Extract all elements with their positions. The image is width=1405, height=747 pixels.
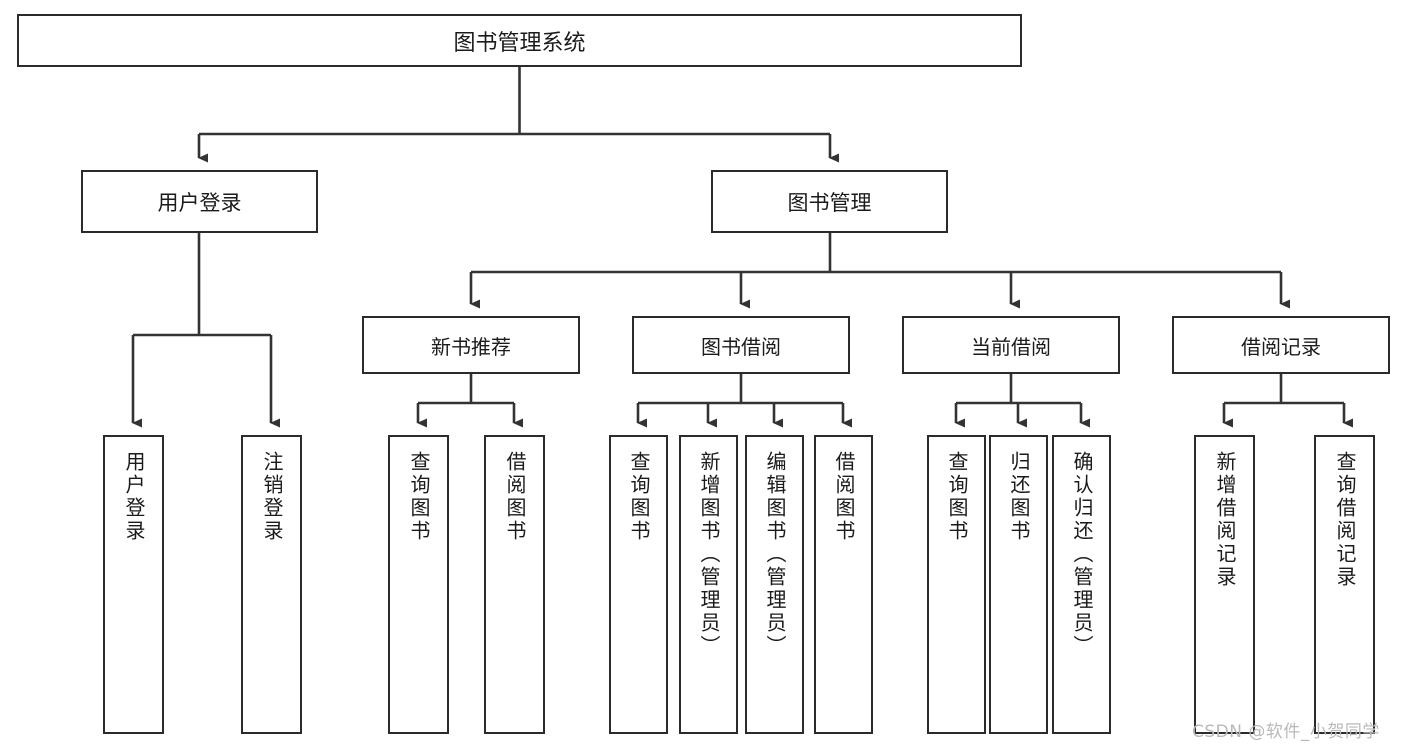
node-leaf-query-book[interactable]: 查询图书 [609, 435, 668, 734]
node-leaf-query-record[interactable]: 查询借阅记录 [1314, 435, 1375, 734]
node-book-manage-label: 图书管理 [787, 190, 872, 215]
node-leaf-user-logout-label: 注销登录 [260, 451, 284, 543]
node-book-manage[interactable]: 图书管理 [711, 170, 948, 233]
node-current-borrow[interactable]: 当前借阅 [902, 316, 1120, 374]
node-leaf-query-book-rec[interactable]: 查询图书 [388, 435, 449, 734]
edge-group-borrow-record [1222, 374, 1353, 428]
node-leaf-user-logout[interactable]: 注销登录 [241, 435, 302, 734]
node-leaf-user-login-label: 用户登录 [122, 451, 146, 543]
node-leaf-user-login[interactable]: 用户登录 [103, 435, 164, 734]
node-book-borrow-label: 图书借阅 [701, 334, 781, 359]
node-root-system[interactable]: 图书管理系统 [17, 14, 1022, 67]
node-leaf-borrow-book-rec[interactable]: 借阅图书 [484, 435, 545, 734]
node-leaf-return-book-label: 归还图书 [1007, 451, 1031, 543]
edge-group-book-manage [469, 233, 1290, 309]
node-leaf-return-book[interactable]: 归还图书 [989, 435, 1048, 734]
node-leaf-confirm-return-label: 确认归还（管理员） [1070, 451, 1094, 658]
node-borrow-record-label: 借阅记录 [1241, 334, 1321, 359]
node-leaf-add-record-label: 新增借阅记录 [1213, 451, 1237, 589]
node-leaf-borrow-book[interactable]: 借阅图书 [814, 435, 873, 734]
node-leaf-add-record[interactable]: 新增借阅记录 [1194, 435, 1255, 734]
node-leaf-edit-book[interactable]: 编辑图书（管理员） [745, 435, 804, 734]
edge-group-book-borrow [636, 374, 852, 428]
node-leaf-query-record-label: 查询借阅记录 [1333, 451, 1357, 589]
node-leaf-confirm-return[interactable]: 确认归还（管理员） [1052, 435, 1111, 734]
node-new-book-recommend[interactable]: 新书推荐 [362, 316, 580, 374]
csdn-watermark: CSDN @软件_小贺同学 [1192, 722, 1380, 742]
edge-group-new-book-recommend [416, 374, 523, 428]
node-leaf-borrow-book-rec-label: 借阅图书 [503, 451, 527, 543]
node-root-label: 图书管理系统 [453, 30, 586, 56]
node-leaf-query-book-cur-label: 查询图书 [945, 451, 969, 543]
node-leaf-query-book-cur[interactable]: 查询图书 [927, 435, 986, 734]
node-borrow-record[interactable]: 借阅记录 [1172, 316, 1390, 374]
node-leaf-add-book-label: 新增图书（管理员） [697, 451, 721, 658]
node-user-login-label: 用户登录 [157, 190, 242, 215]
edge-group-user-login [131, 233, 280, 428]
node-leaf-query-book-rec-label: 查询图书 [407, 451, 431, 543]
node-current-borrow-label: 当前借阅 [971, 334, 1051, 359]
node-book-borrow[interactable]: 图书借阅 [632, 316, 850, 374]
node-leaf-add-book[interactable]: 新增图书（管理员） [679, 435, 738, 734]
edge-group-root [197, 67, 839, 163]
node-new-book-recommend-label: 新书推荐 [431, 334, 511, 359]
edge-group-current-borrow [954, 374, 1090, 428]
node-leaf-query-book-label: 查询图书 [627, 451, 651, 543]
node-user-login[interactable]: 用户登录 [81, 170, 318, 233]
node-leaf-borrow-book-label: 借阅图书 [832, 451, 856, 543]
node-leaf-edit-book-label: 编辑图书（管理员） [763, 451, 787, 658]
